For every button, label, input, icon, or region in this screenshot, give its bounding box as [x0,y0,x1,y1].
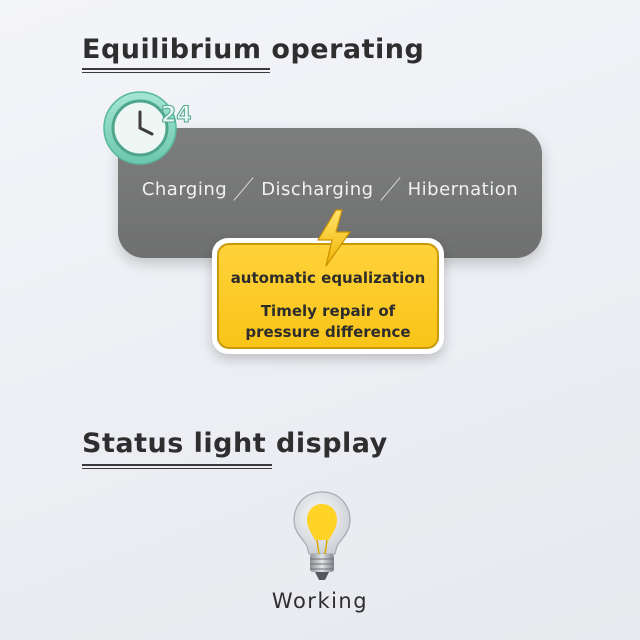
clock-24h-icon: 24 [103,91,192,165]
mode-hibernation: Hibernation [407,178,519,200]
clock-badge-number: 24 [161,103,192,128]
section-underline [82,464,272,469]
equalization-line2a: Timely repair of [260,302,396,320]
lightning-bolt-icon [317,209,351,267]
mode-discharging: Discharging [261,178,374,200]
equalization-line1: automatic equalization [230,269,426,287]
mode-list: Charging Discharging Hibernation [118,176,542,202]
equalization-line2b: pressure difference [245,323,411,341]
mode-separator [378,176,404,202]
mode-charging: Charging [141,178,228,200]
section-title-status: Status light display [82,428,388,459]
mode-separator [231,176,257,202]
section-title-equilibrium: Equilibrium operating [82,34,425,65]
section-underline [82,68,270,73]
light-bulb-icon [293,491,351,580]
equalization-line2: Timely repair of pressure difference [219,301,437,343]
status-label: Working [271,589,369,613]
